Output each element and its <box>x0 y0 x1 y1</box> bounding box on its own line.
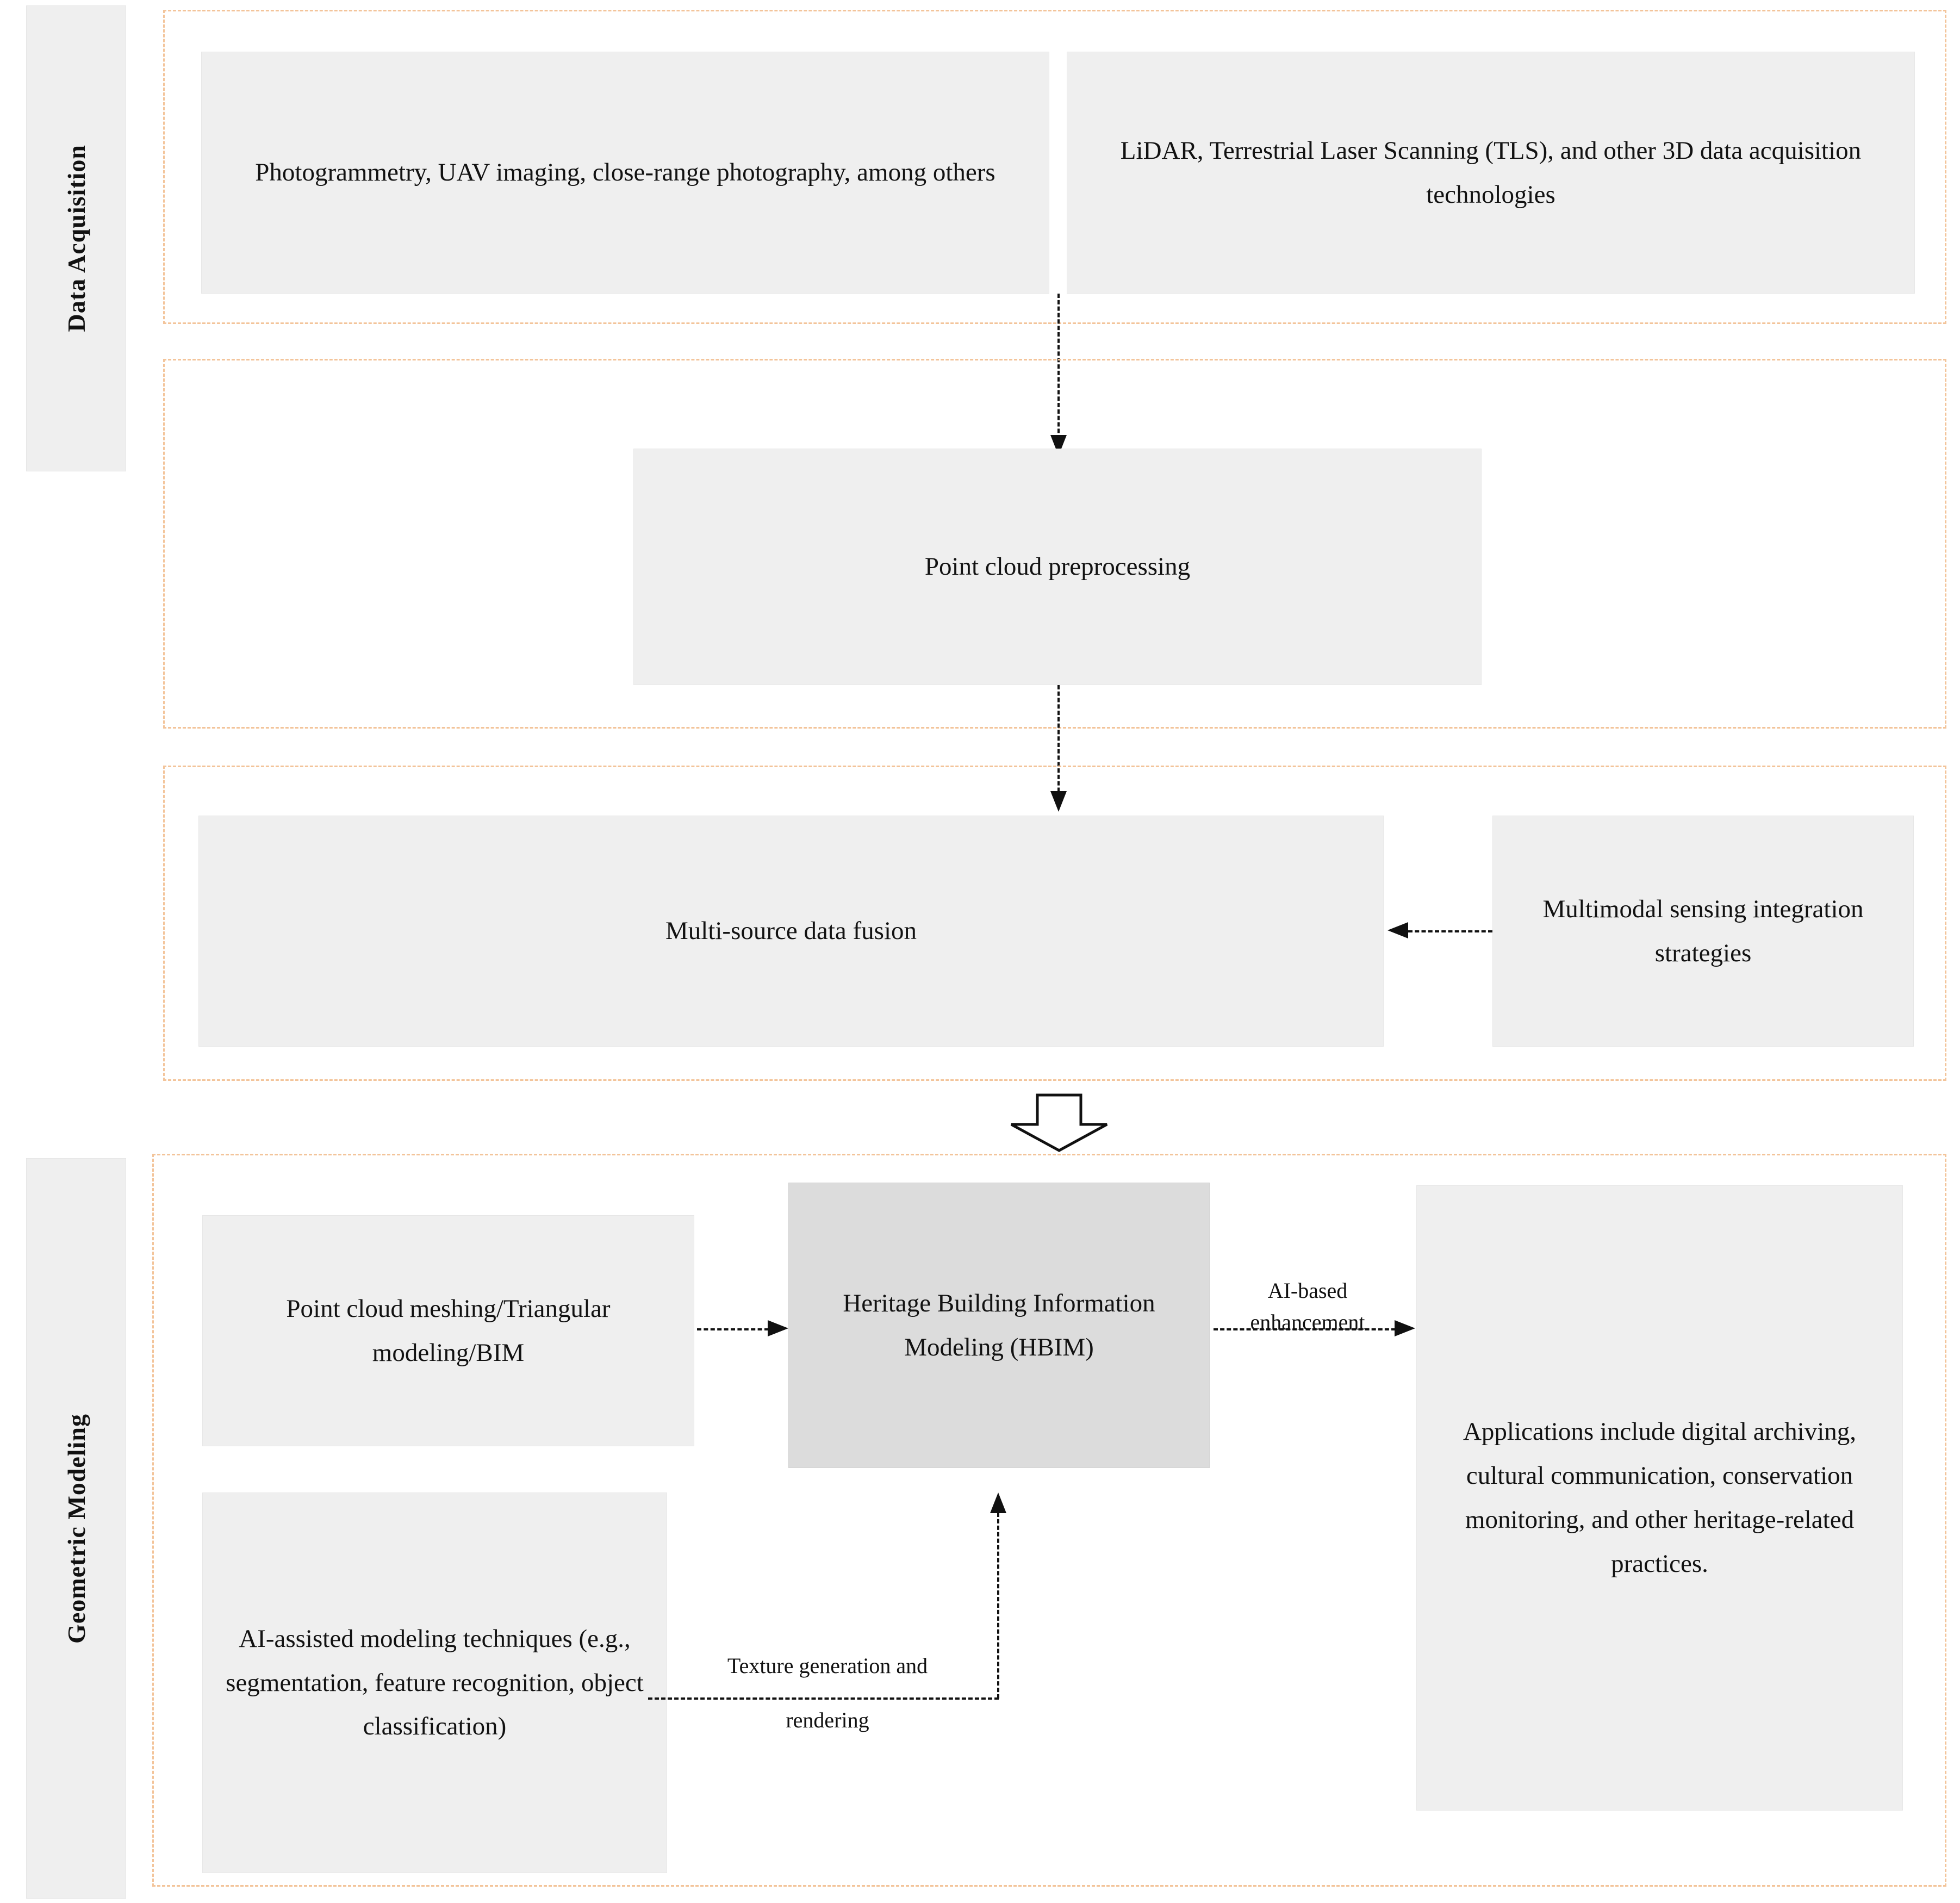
stage-bar-geometric-modeling: Geometric Modeling <box>26 1158 126 1899</box>
connector-meshing-to-hbim <box>697 1328 769 1330</box>
edge-label-ai-enhancement-line2: enhancement <box>1250 1310 1365 1334</box>
stage-label-geometric-modeling: Geometric Modeling <box>62 1413 90 1644</box>
node-hbim-label: Heritage Building Information Modeling (… <box>843 1289 1155 1361</box>
node-preprocessing-label: Point cloud preprocessing <box>924 552 1191 581</box>
connector-hbim-to-applications <box>1214 1328 1396 1330</box>
node-fusion-label: Multi-source data fusion <box>665 917 917 946</box>
stage-bar-data-acquisition: Data Acquisition <box>26 5 126 471</box>
node-preprocessing: Point cloud preprocessing <box>633 449 1482 685</box>
node-meshing: Point cloud meshing/Triangular modeling/… <box>202 1215 694 1446</box>
node-multimodal-label: Multimodal sensing integration strategie… <box>1542 894 1864 967</box>
block-arrow-down-icon <box>1005 1093 1113 1153</box>
node-applications-label: Applications include digital archiving, … <box>1463 1417 1857 1578</box>
connector-sources-to-preprocessing <box>1057 294 1060 446</box>
connector-multimodal-to-fusion <box>1408 930 1492 932</box>
arrow-hbim-to-applications <box>1395 1320 1415 1336</box>
node-photogrammetry-label: Photogrammetry, UAV imaging, close-range… <box>255 158 995 187</box>
edge-label-ai-enhancement: AI-based enhancement <box>1221 1275 1395 1338</box>
node-lidar-label: LiDAR, Terrestrial Laser Scanning (TLS),… <box>1120 136 1862 209</box>
connector-ai-to-hbim-horizontal <box>648 1697 999 1700</box>
node-meshing-label: Point cloud meshing/Triangular modeling/… <box>286 1294 611 1367</box>
edge-label-texture-line2: rendering <box>786 1708 869 1732</box>
connector-preprocessing-to-fusion <box>1057 685 1060 805</box>
edge-label-texture-line1: Texture generation and <box>727 1653 928 1678</box>
arrow-ai-to-hbim <box>990 1492 1006 1513</box>
arrow-preprocessing-to-fusion <box>1050 791 1067 812</box>
group-preprocessing <box>163 359 1946 729</box>
node-fusion: Multi-source data fusion <box>198 816 1384 1047</box>
connector-ai-to-hbim-vertical <box>997 1513 999 1699</box>
edge-label-ai-enhancement-line1: AI-based <box>1267 1278 1348 1303</box>
node-hbim: Heritage Building Information Modeling (… <box>788 1183 1210 1468</box>
node-lidar: LiDAR, Terrestrial Laser Scanning (TLS),… <box>1067 52 1915 294</box>
group-geometric-modeling <box>152 1154 1946 1887</box>
arrow-meshing-to-hbim <box>768 1320 788 1336</box>
group-fusion <box>163 766 1946 1081</box>
node-ai-assisted-label: AI-assisted modeling techniques (e.g., s… <box>226 1624 644 1741</box>
group-acquisition-sources <box>163 10 1946 324</box>
node-photogrammetry: Photogrammetry, UAV imaging, close-range… <box>201 52 1049 294</box>
stage-label-data-acquisition: Data Acquisition <box>62 145 90 332</box>
arrow-multimodal-to-fusion <box>1387 922 1408 938</box>
node-applications: Applications include digital archiving, … <box>1416 1185 1903 1811</box>
node-ai-assisted: AI-assisted modeling techniques (e.g., s… <box>202 1492 667 1873</box>
node-multimodal: Multimodal sensing integration strategie… <box>1492 816 1914 1047</box>
